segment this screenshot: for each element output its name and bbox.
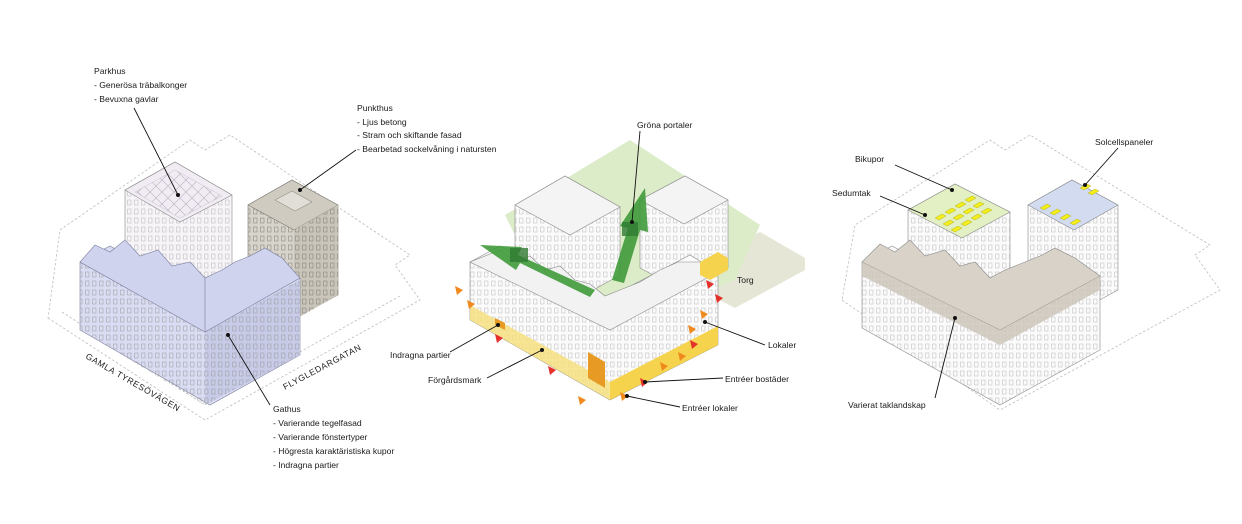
parkhus-title: Parkhus [94, 66, 126, 76]
site-outline-3 [841, 134, 1221, 411]
leader-forgard [486, 349, 543, 379]
label-grona-portaler: Gröna portaler [637, 120, 693, 130]
label-entreer-bostader: Entréer bostäder [725, 374, 789, 384]
label-forgardsmark: Förgårdsmark [428, 375, 482, 385]
dot-entreer-bostader [643, 380, 647, 384]
site-outline [47, 134, 421, 421]
label-solcellspaneler: Solcellspaneler [1095, 137, 1153, 147]
gathus-item: - Varierande tegelfasad [273, 418, 362, 428]
gathus-building [79, 239, 301, 406]
gathus-item: - Högresta karaktäristiska kupor [273, 446, 394, 456]
gathus-item: - Indragna partier [273, 460, 339, 470]
label-punkthus: Punkthus - Ljus betong - Stram och skift… [357, 103, 497, 154]
diagram-ground-floor: Gröna portaler Torg Lokaler Indragna par… [390, 120, 805, 413]
punkthus-item: - Bearbetad sockelvåning i natursten [357, 144, 497, 154]
beehives [934, 195, 993, 233]
leader-punkthus [299, 149, 357, 191]
dot-gathus [226, 333, 230, 337]
label-gathus: Gathus - Varierande tegelfasad - Variera… [273, 404, 394, 470]
gathus-item: - Varierande fönstertyper [273, 432, 368, 442]
dot-forgard [540, 348, 544, 352]
leader-lokaler [704, 321, 766, 346]
label-bikupor: Bikupor [855, 154, 884, 164]
dot-sedum [923, 213, 927, 217]
leader-grona-portaler [631, 130, 641, 223]
dot-bikupor [950, 188, 954, 192]
punkthus-item: - Stram och skiftande fasad [357, 130, 462, 140]
gathus-title: Gathus [273, 404, 301, 414]
leader-takland [934, 317, 956, 399]
leader-sedum [879, 195, 926, 216]
dot-grona-portaler [630, 220, 634, 224]
dot-parkhus [176, 193, 180, 197]
leader-solceller [1084, 147, 1119, 186]
parkhus-item: - Bevuxna gavlar [94, 94, 159, 104]
punkthus-item: - Ljus betong [357, 117, 407, 127]
lokaler-orange [588, 352, 605, 388]
parkhus-item: - Generösa träbalkonger [94, 80, 187, 90]
lokaler-orange [495, 318, 505, 330]
label-lokaler: Lokaler [768, 340, 796, 350]
dot-solceller [1083, 183, 1087, 187]
dot-takland [953, 316, 957, 320]
diagram-roofscape: Bikupor Solcellspaneler Sedumtak Variera… [832, 134, 1221, 411]
leader-parkhus [133, 107, 179, 196]
tak-building [861, 239, 1101, 406]
punkthus-title: Punkthus [357, 103, 393, 113]
dot-punkthus [298, 188, 302, 192]
leader-gathus [227, 334, 271, 406]
diagram-facades: GAMLA TYRESÖVÄGEN FLYGLEDARGATAN Parkhus… [47, 66, 497, 470]
label-varierat-taklandskap: Varierat taklandskap [848, 400, 926, 410]
leader-entreer-bostader [644, 377, 724, 383]
entrance-markers [455, 280, 723, 405]
green-portal-arrows [480, 188, 648, 297]
front-building [469, 245, 728, 401]
lokaler-torg [700, 252, 728, 280]
dot-indragna [496, 323, 500, 327]
label-parkhus: Parkhus - Generösa träbalkonger - Bevuxn… [94, 66, 187, 104]
label-indragna-partier: Indragna partier [390, 350, 451, 360]
leader-bikupor [894, 164, 953, 191]
dot-entreer-lokaler [625, 394, 629, 398]
label-entreer-lokaler: Entréer lokaler [682, 403, 738, 413]
label-torg: Torg [737, 275, 754, 285]
label-sedumtak: Sedumtak [832, 188, 871, 198]
rear-buildings [514, 175, 729, 304]
site-outline-inner [61, 295, 401, 406]
leader-entreer-lokaler [626, 395, 681, 408]
leader-indragna [449, 324, 499, 353]
dot-lokaler [703, 320, 707, 324]
